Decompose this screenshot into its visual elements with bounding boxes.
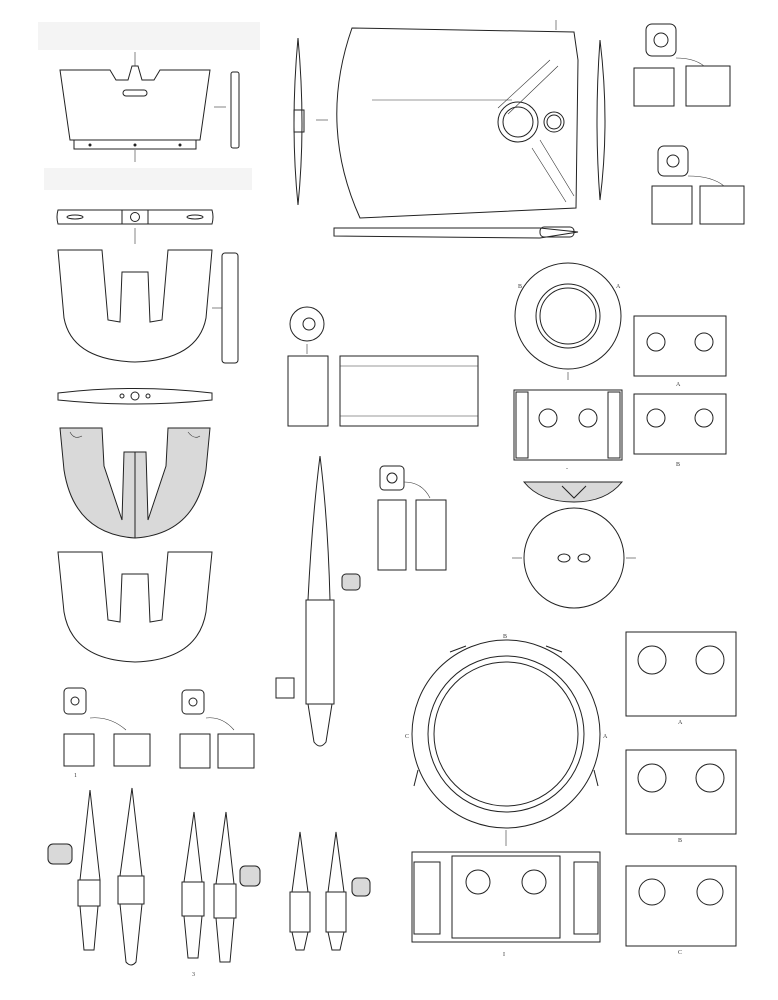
disc-ring-drawing: B A [514,262,622,380]
top-right-ferrule-1 [633,23,731,107]
tube-fitting-drawing [287,306,479,427]
ring-label-i: I [503,952,505,958]
dagger-set-3 [289,831,371,951]
dagger-set-1 [47,787,145,966]
handle-label-3: 3 [192,972,195,978]
taotie-panel-center: - [513,389,623,472]
ferrule-pair-right [179,689,255,769]
taotie-strip-drawing: I [411,851,601,958]
top-right-ferrule-2 [651,145,745,225]
ring-label-b: B [503,634,507,640]
taotie-panel-a: A [633,315,727,388]
plaque-label-b: B [678,838,682,844]
long-sword-drawing [275,455,361,747]
u-shaped-ornament-decorated-1 [57,249,239,364]
axe-blade-drawing [293,20,606,239]
plaque-label-a: A [678,720,683,726]
bar-ornament-2-drawing [57,388,213,405]
crown-ornament-drawing [38,22,260,190]
u-shaped-ornament-decorated-2 [57,551,213,663]
plaque-label-c: C [678,950,682,956]
bar-ornament-drawing [56,209,214,244]
disc-label-a: A [616,284,621,290]
large-ring-drawing: B C A [405,634,608,846]
taotie-plaque-c: C [625,865,737,956]
small-label-1: 1 [74,773,77,779]
taotie-plaque-b: B [625,749,737,844]
dagger-set-2: 3 [181,811,261,978]
ring-label-a: A [603,734,608,740]
taotie-panel-b: B [633,393,727,468]
round-disc-button [512,481,636,609]
panel-label-b: B [676,462,680,468]
mid-panel-mark: - [566,466,568,472]
u-shaped-ornament-plain [59,427,211,539]
middle-ferrule-pair [377,465,447,571]
ferrule-pair-left: 1 [63,687,151,779]
taotie-plaque-a: A [625,631,737,726]
disc-label-b: B [518,284,522,290]
ring-label-c: C [405,734,409,740]
panel-label-a: A [676,382,681,388]
